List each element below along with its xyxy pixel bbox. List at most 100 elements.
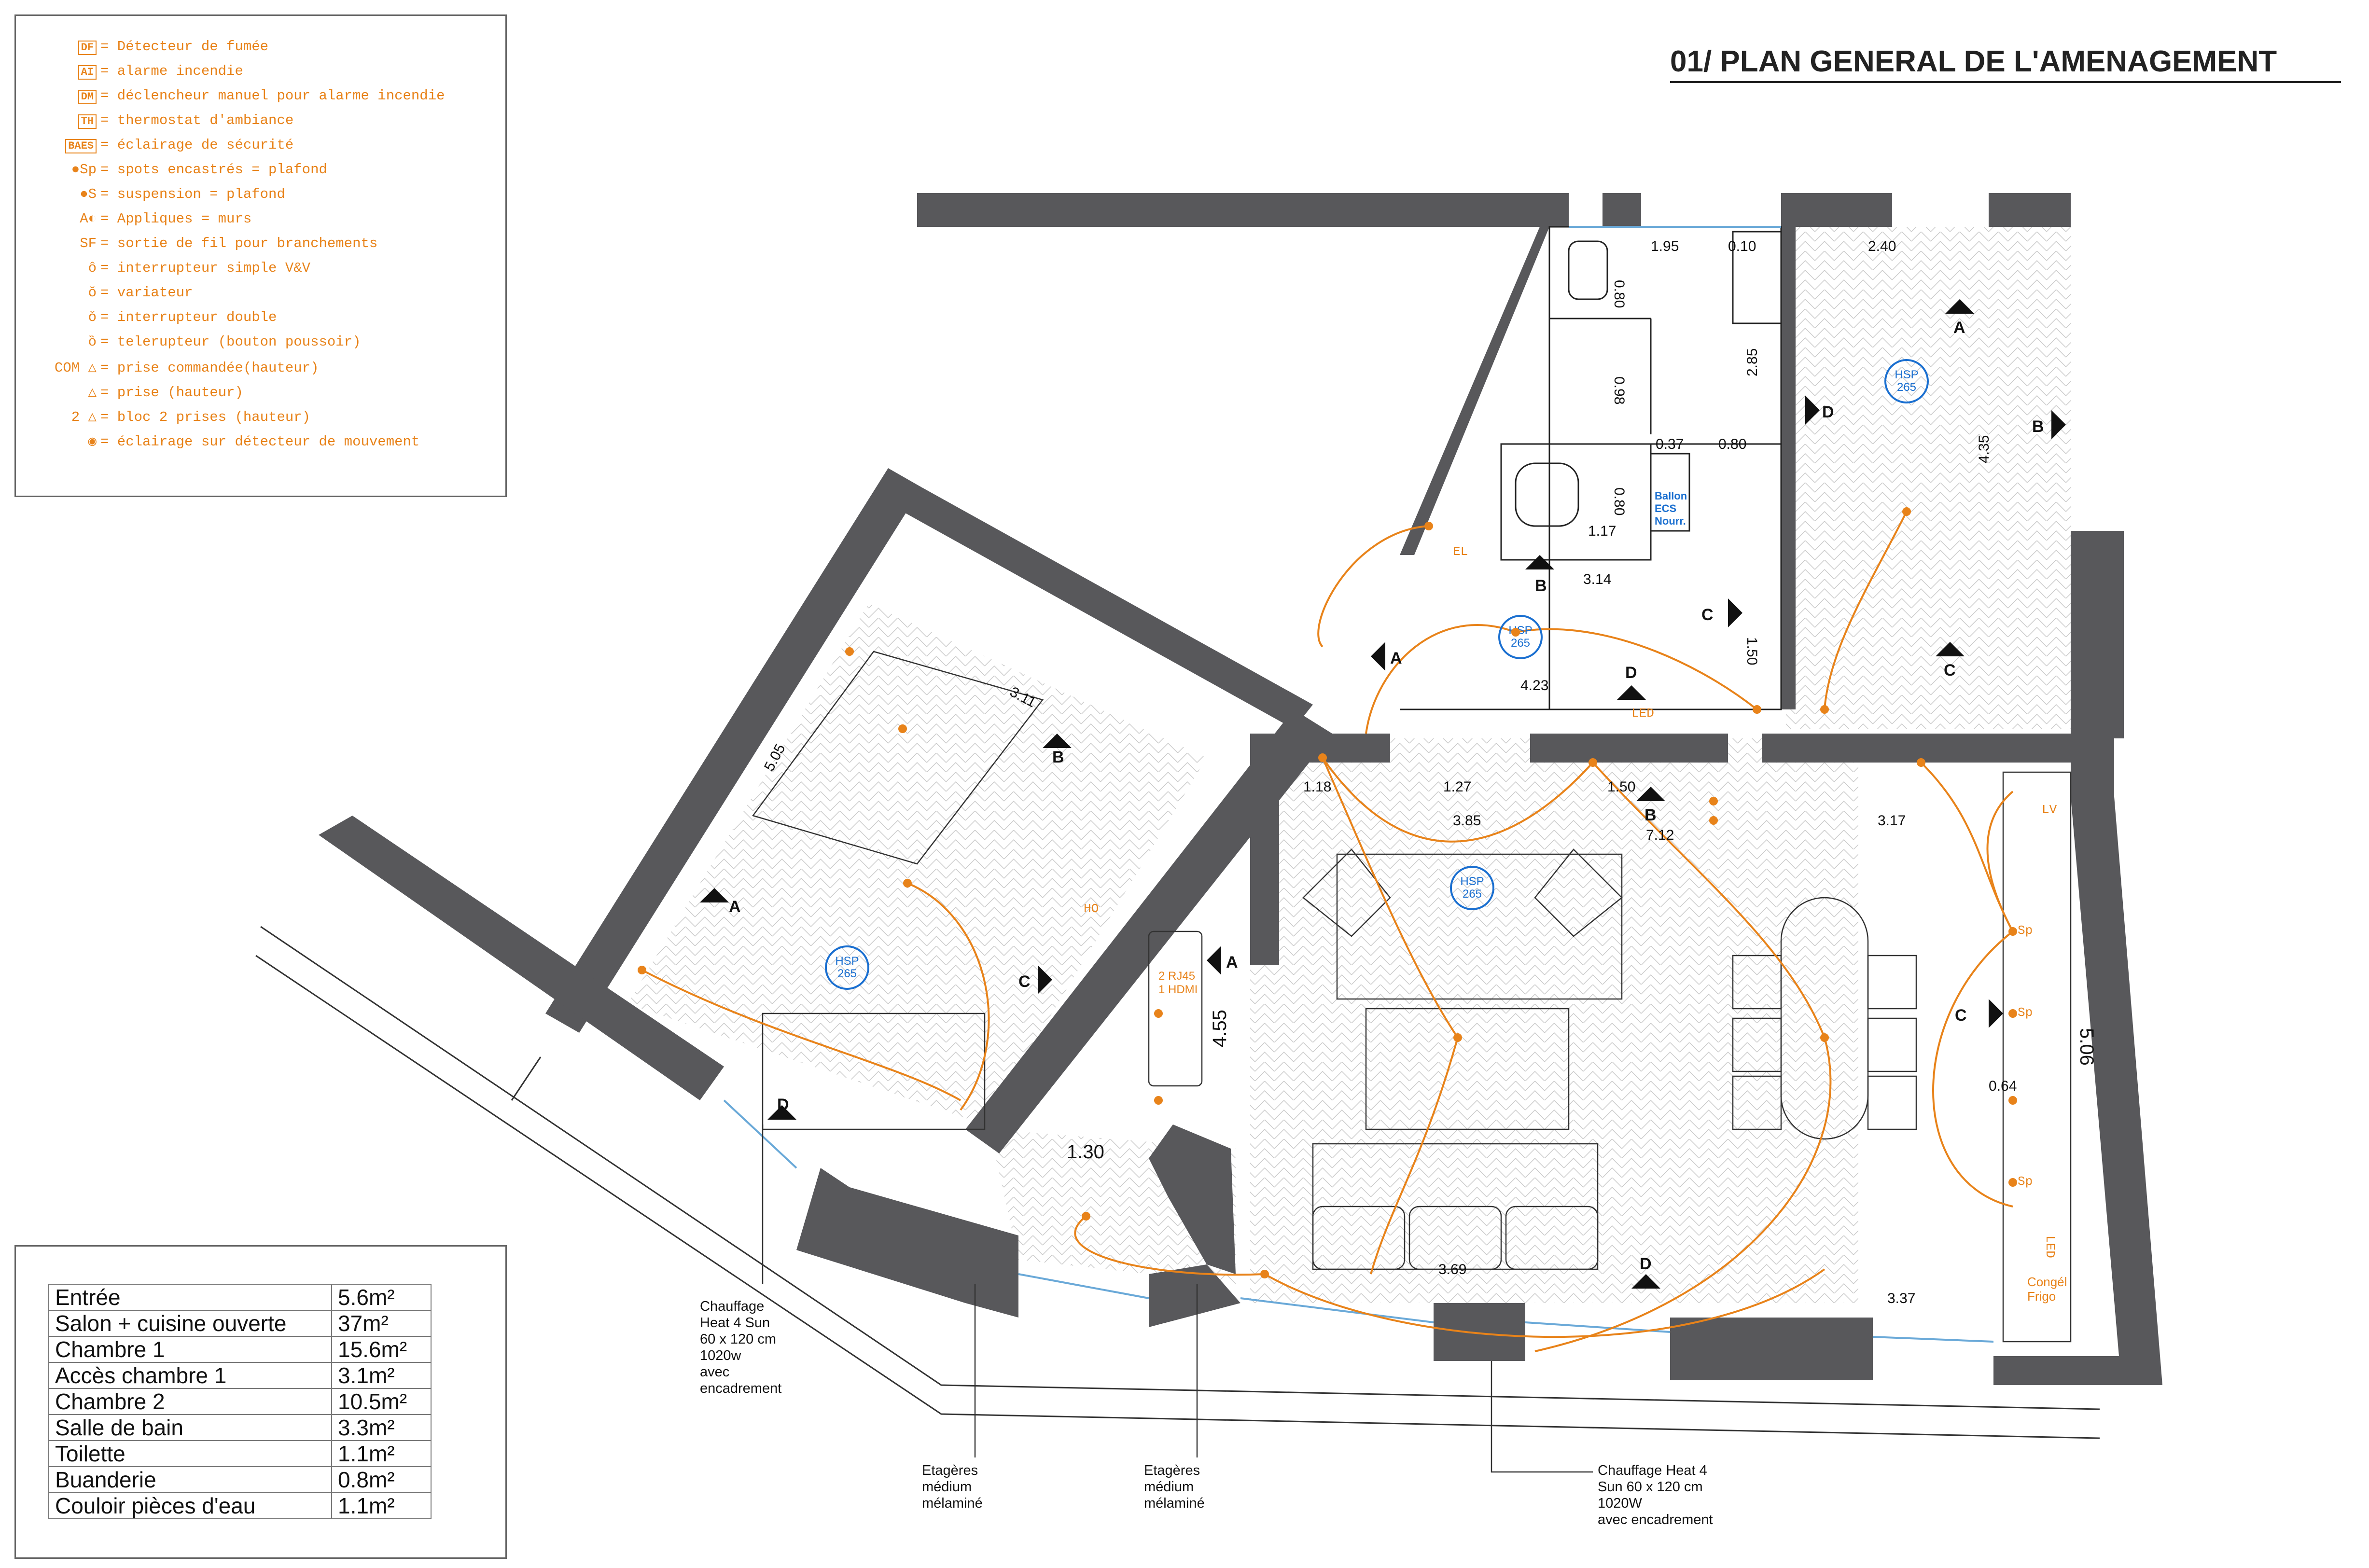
- note-chauffage-right: Chauffage Heat 4 Sun 60 x 120 cm 1020W a…: [1598, 1463, 1713, 1527]
- legend-text: = Détecteur de fumée: [100, 39, 269, 55]
- area-value: 10.5m²: [331, 1388, 432, 1415]
- area-name: Chambre 1: [48, 1336, 332, 1363]
- dim-17: 1.50: [1607, 779, 1635, 795]
- sp-label-3: Sp: [2018, 1174, 2033, 1189]
- callout-leaders: [762, 1124, 1593, 1473]
- area-name: Salle de bain: [48, 1414, 332, 1441]
- legend-row: AI= alarme incendie: [19, 63, 243, 80]
- svg-text:265: 265: [1463, 888, 1482, 901]
- legend-text: = prise commandée(hauteur): [100, 360, 319, 376]
- dim-13: 1.50: [1744, 637, 1760, 665]
- note-chauffage-left: Chauffage Heat 4 Sun 60 x 120 cm 1020w a…: [700, 1299, 782, 1396]
- led-label-2: LED: [2043, 1235, 2057, 1258]
- furniture: [752, 651, 2072, 1343]
- legend-row: ô= interrupteur simple V&V: [19, 260, 310, 276]
- dim-3: 2.40: [1868, 238, 1896, 254]
- svg-text:D: D: [1640, 1255, 1652, 1273]
- legend-text: = sortie de fil pour branchements: [100, 236, 378, 251]
- legend-symbol-box: AI: [78, 65, 97, 80]
- area-name: Chambre 2: [48, 1388, 332, 1415]
- legend-symbol: COM △: [54, 360, 97, 376]
- legend-text: = interrupteur simple V&V: [100, 260, 311, 276]
- area-name: Entrée: [48, 1284, 332, 1311]
- legend-text: = interrupteur double: [100, 309, 277, 325]
- area-value: 1.1m²: [331, 1440, 432, 1467]
- area-value: 3.3m²: [331, 1414, 432, 1441]
- dim-16: 1.27: [1443, 779, 1471, 795]
- legend-row: SF= sortie de fil pour branchements: [19, 236, 377, 251]
- dim-26: 0.64: [1989, 1078, 2017, 1094]
- legend-symbol-box: DF: [78, 41, 97, 55]
- legend-symbol: ŏ: [88, 285, 97, 301]
- svg-text:B: B: [1052, 748, 1064, 766]
- dim-7: 0.37: [1656, 436, 1684, 452]
- areas-box: [14, 1245, 507, 1559]
- svg-text:D: D: [777, 1096, 789, 1114]
- svg-text:C: C: [1955, 1006, 1967, 1025]
- area-name: Toilette: [48, 1440, 332, 1467]
- legend-symbol: ô: [88, 260, 97, 276]
- dimension-labels: 1.95 0.10 2.40 0.80 0.98 2.85 0.37 0.80 …: [761, 238, 2097, 1306]
- legend-row: ◉= éclairage sur détecteur de mouvement: [19, 432, 420, 450]
- svg-text:A: A: [729, 898, 741, 916]
- area-value: 15.6m²: [331, 1336, 432, 1363]
- svg-text:A: A: [1226, 953, 1238, 971]
- legend-text: = thermostat d'ambiance: [100, 112, 294, 128]
- legend-symbol: ●Sp: [71, 162, 97, 178]
- svg-text:A: A: [1953, 319, 1965, 337]
- legend-text: = éclairage sur détecteur de mouvement: [100, 434, 420, 450]
- area-value: 37m²: [331, 1310, 432, 1337]
- ho-label: HO: [1084, 902, 1099, 916]
- sp-label-2: Sp: [2018, 1005, 2033, 1020]
- legend-text: = déclencheur manuel pour alarme incendi…: [100, 88, 445, 104]
- legend-symbol: △: [88, 385, 97, 401]
- svg-text:HSP: HSP: [835, 955, 859, 968]
- legend-symbol: DF: [19, 39, 97, 55]
- dim-25: 5.06: [2076, 1028, 2097, 1066]
- dim-9: 0.80: [1611, 487, 1627, 515]
- dim-23: 4.55: [1209, 1010, 1230, 1047]
- legend-symbol-box: BAES: [65, 139, 97, 153]
- legend-symbol-box: TH: [78, 114, 97, 129]
- legend-row: ǒ= interrupteur double: [19, 309, 277, 325]
- parquet-floors: [627, 227, 2071, 1303]
- title-underline: [1670, 81, 2341, 83]
- electrical-labels: EL LED LV LED Sp Sp Sp HO: [1084, 544, 2057, 1258]
- legend-symbol: ◉: [88, 434, 97, 450]
- page-title: 01/ PLAN GENERAL DE L'AMENAGEMENT: [1670, 45, 2277, 78]
- legend-symbol: ȍ: [88, 334, 97, 350]
- legend-row: A◐= Appliques = murs: [19, 211, 251, 227]
- dim-8: 0.80: [1718, 436, 1746, 452]
- hsp-markers: [825, 359, 1929, 990]
- lv-label: LV: [2042, 803, 2057, 817]
- dim-18: 3.85: [1453, 813, 1481, 829]
- legend-text: = éclairage de sécurité: [100, 137, 294, 153]
- dim-5: 0.98: [1611, 376, 1627, 404]
- svg-text:265: 265: [837, 967, 857, 980]
- dim-15: 1.18: [1303, 779, 1331, 795]
- svg-text:B: B: [1644, 806, 1657, 824]
- legend-symbol: TH: [19, 112, 97, 129]
- area-name: Salon + cuisine ouverte: [48, 1310, 332, 1337]
- walls: [319, 193, 2162, 1385]
- svg-text:A: A: [1390, 649, 1402, 667]
- dim-10: 1.17: [1588, 523, 1616, 539]
- legend-row: ȍ= telerupteur (bouton poussoir): [19, 334, 361, 350]
- legend-symbol: A◐: [80, 211, 97, 227]
- el-label: EL: [1453, 544, 1468, 559]
- legend-symbol: AI: [19, 63, 97, 80]
- dim-20: 3.17: [1878, 813, 1906, 829]
- legend-row: DM= déclencheur manuel pour alarme incen…: [19, 88, 445, 104]
- area-name: Couloir pièces d'eau: [48, 1492, 332, 1519]
- legend-row: △= prise (hauteur): [19, 383, 243, 401]
- legend-symbol: ●S: [80, 186, 97, 202]
